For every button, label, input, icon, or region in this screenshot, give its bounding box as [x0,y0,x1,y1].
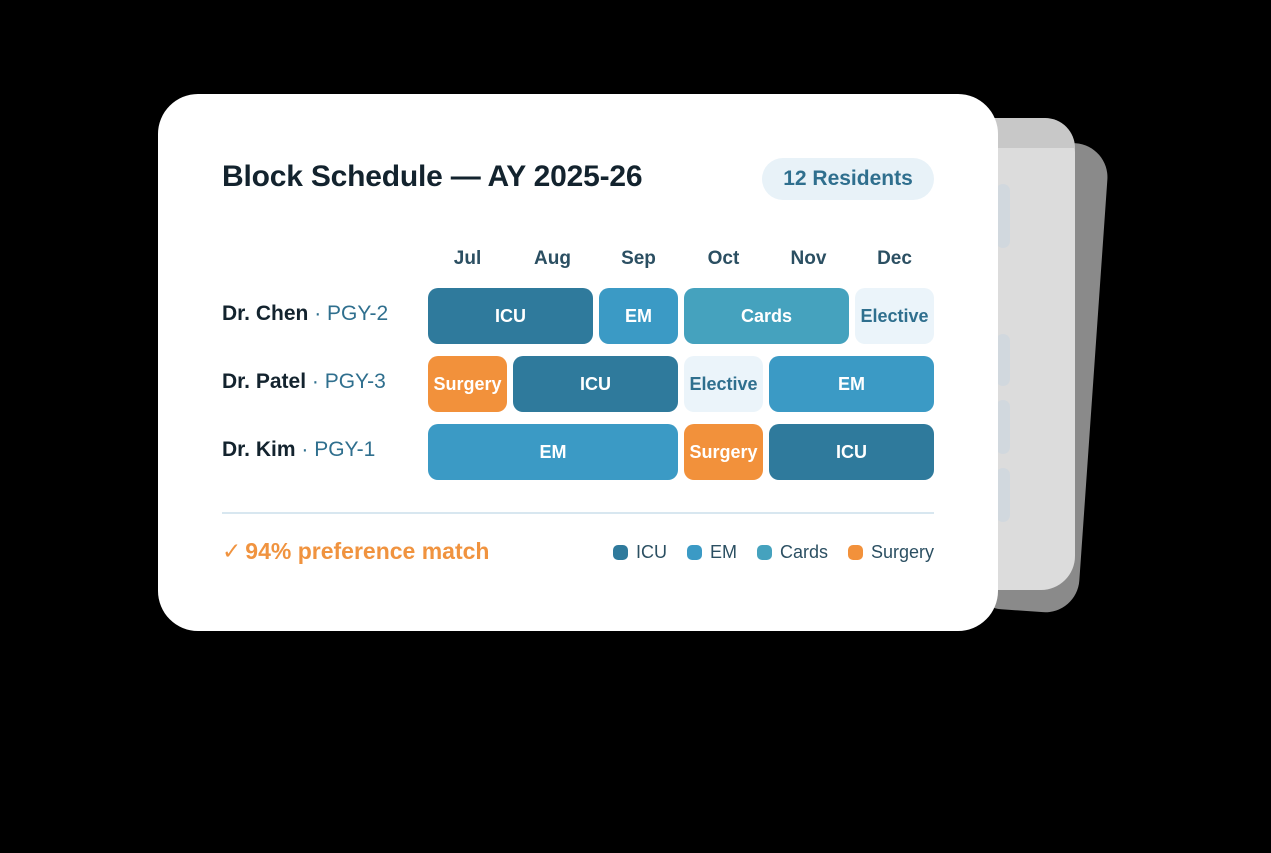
check-icon: ✓ [222,538,242,564]
label-separator: · [295,438,315,461]
month-header: Jul [453,248,482,269]
month-header: Dec [877,248,912,269]
month-header: Sep [621,248,656,269]
rotation-block-surgery[interactable]: Surgery [428,356,507,412]
resident-name: Dr. Patel [222,370,307,393]
preference-match: ✓ 94% preference match [222,538,489,565]
label-separator: · [308,302,328,325]
legend-label: ICU [635,542,667,562]
rotation-block-em[interactable]: EM [599,288,678,344]
legend-label: Surgery [870,542,934,562]
legend-label: EM [709,542,737,562]
legend-item-cards: Cards [756,542,828,563]
ghost-block [996,468,1010,522]
rotation-block-icu[interactable]: ICU [428,288,593,344]
month-header: Oct [707,248,740,269]
surgery-swatch-icon [847,545,863,560]
label-separator: · [306,370,325,393]
rotation-block-icu[interactable]: ICU [769,424,934,480]
month-header: Nov [790,248,827,269]
rotation-block-em[interactable]: EM [428,424,678,480]
schedule-card: Block Schedule — AY 2025-26 12 Residents… [158,94,998,631]
resident-label: Dr. Kim · PGY-1 [222,438,375,462]
cards-swatch-icon [756,545,772,560]
footer-divider [222,512,934,514]
resident-level: PGY-3 [324,370,386,393]
preference-match-text: 94% preference match [245,538,490,564]
rotation-block-em[interactable]: EM [769,356,934,412]
legend-item-surgery: Surgery [847,542,934,563]
resident-level: PGY-1 [314,438,376,461]
resident-name: Dr. Kim [222,438,296,461]
resident-label: Dr. Chen · PGY-2 [222,302,388,326]
rotation-block-cards[interactable]: Cards [684,288,849,344]
ghost-block [996,184,1010,248]
legend-item-icu: ICU [612,542,667,563]
rotation-block-elective[interactable]: Elective [855,288,934,344]
month-header: Aug [534,248,571,269]
rotation-block-surgery[interactable]: Surgery [684,424,763,480]
card-title: Block Schedule — AY 2025-26 [222,160,643,193]
legend: ICU EM Cards Surgery [612,542,934,563]
rotation-block-elective[interactable]: Elective [684,356,763,412]
em-swatch-icon [686,545,702,560]
ghost-block [996,400,1010,454]
residents-count-badge[interactable]: 12 Residents [762,158,934,200]
resident-name: Dr. Chen [222,302,309,325]
rotation-block-icu[interactable]: ICU [513,356,678,412]
resident-level: PGY-2 [327,302,389,325]
resident-label: Dr. Patel · PGY-3 [222,370,386,394]
ghost-block [996,334,1010,386]
month-header-row: Jul Aug Sep Oct Nov Dec [428,248,934,272]
legend-label: Cards [779,542,828,562]
icu-swatch-icon [612,545,628,560]
legend-item-em: EM [686,542,737,563]
